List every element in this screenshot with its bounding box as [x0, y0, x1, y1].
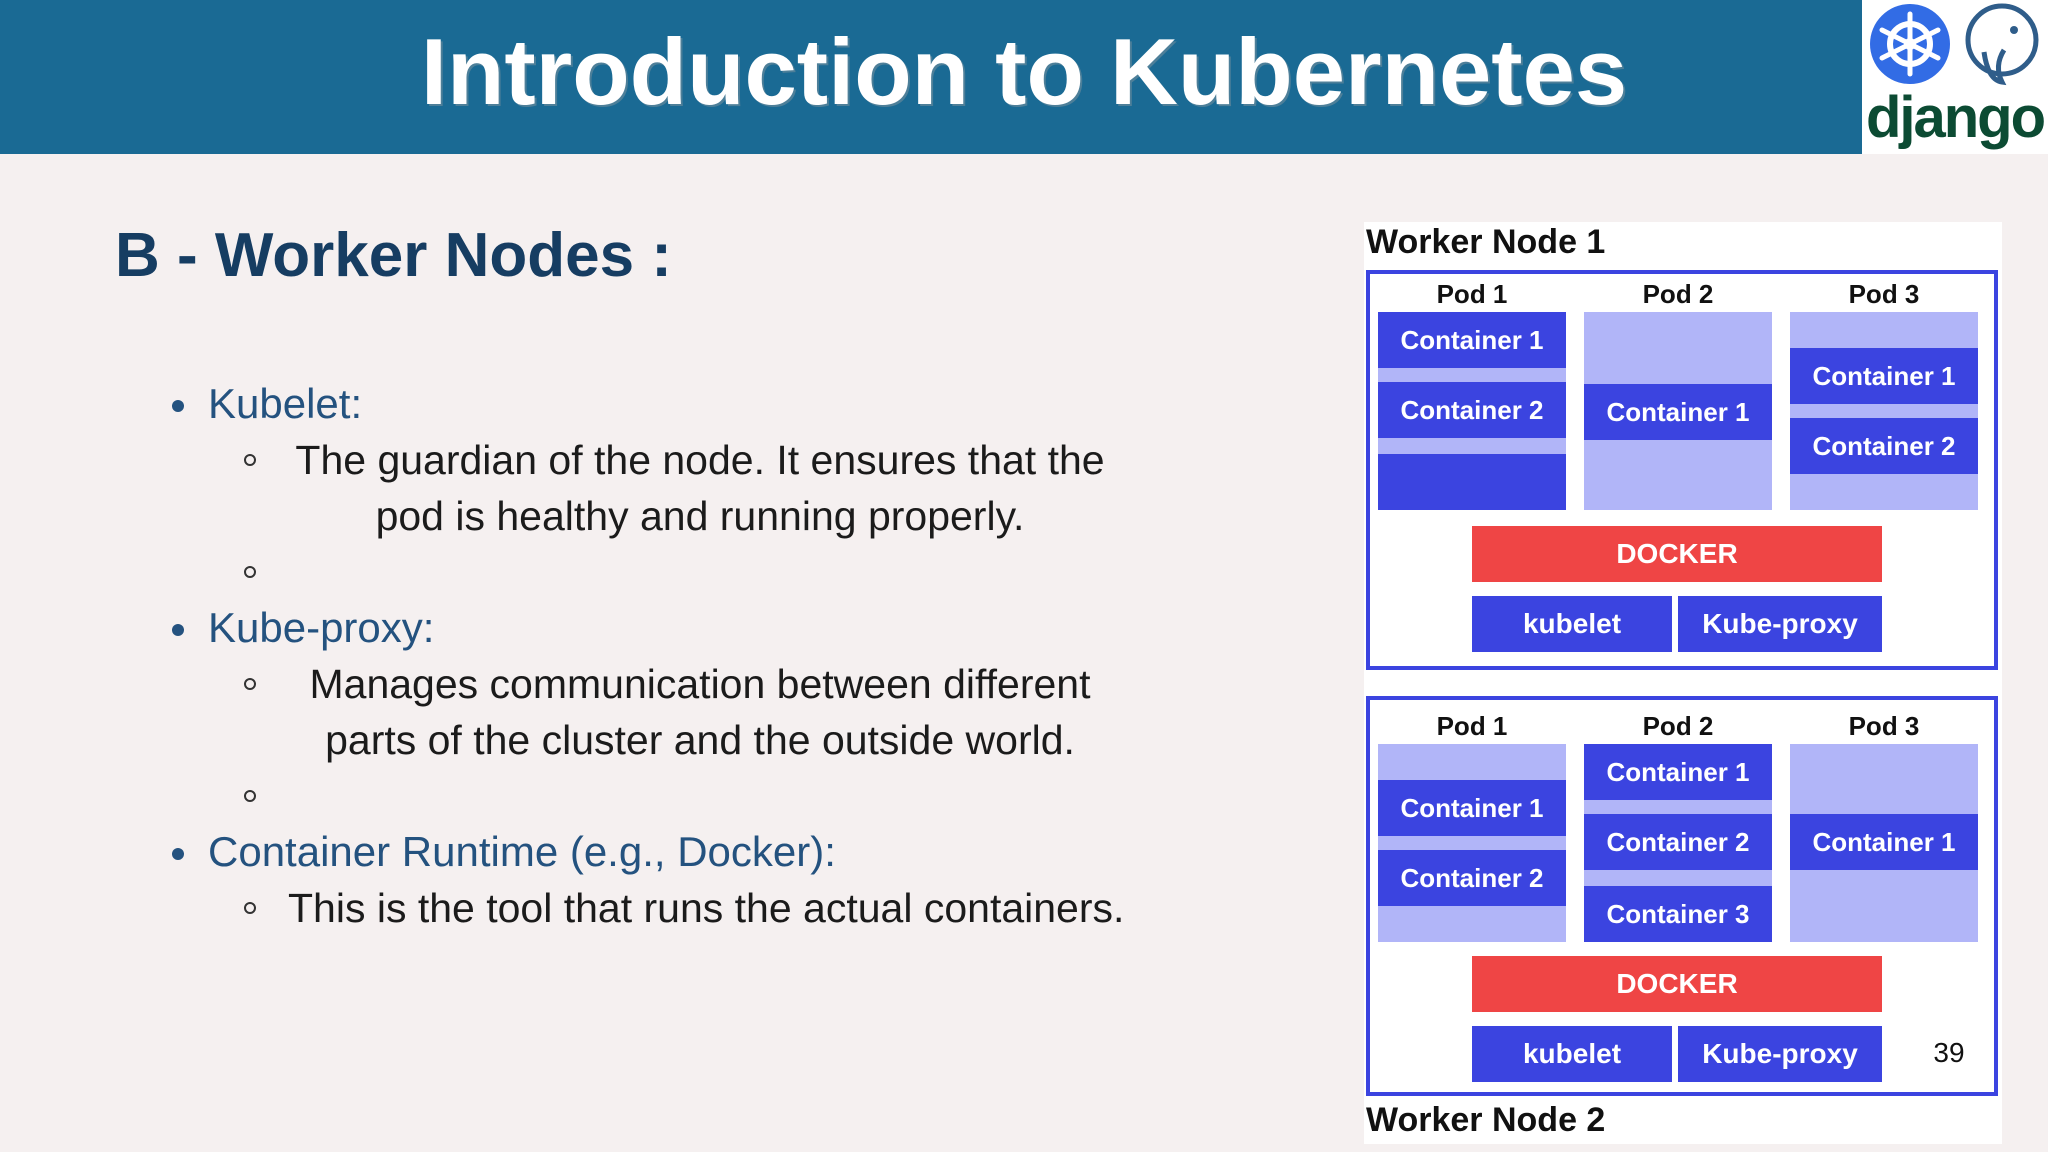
bullet-dot: [172, 400, 184, 412]
pod-label: Pod 2: [1642, 711, 1714, 741]
bullet-item-container-runtime: Container Runtime (e.g., Docker): This i…: [170, 824, 1230, 936]
bullet-label: Container Runtime (e.g., Docker):: [208, 828, 836, 875]
pod-3: Container 1: [1790, 744, 1978, 942]
container-box: Container 1: [1378, 780, 1566, 836]
worker-node-2-caption: Worker Node 2: [1366, 1101, 1606, 1139]
sub-item-empty: [170, 768, 1230, 824]
pod-label: Pod 1: [1436, 711, 1508, 741]
container-box: Container 2: [1378, 382, 1566, 438]
sub-item: Manages communication between different: [170, 656, 1230, 712]
pod-2: Container 1 Container 2 Container 3: [1584, 744, 1772, 942]
bullet-item-kube-proxy: Kube-proxy: Manages communication betwee…: [170, 600, 1230, 824]
worker-node-1: Pod 1 Pod 2 Pod 3 Container 1 Container …: [1366, 270, 1998, 670]
sub-bullet-circle: [244, 566, 256, 578]
pod-2: Container 1: [1584, 312, 1772, 510]
container-box: Container 1: [1584, 384, 1772, 440]
pod-label: Pod 2: [1642, 279, 1714, 309]
slide-title: Introduction to Kubernetes: [420, 19, 1628, 124]
sub-item-text: pod is healthy and running properly.: [375, 493, 1025, 539]
sub-item-text: This is the tool that runs the actual co…: [288, 885, 1125, 931]
sub-item-continuation: parts of the cluster and the outside wor…: [170, 712, 1230, 768]
bullet-dot: [172, 848, 184, 860]
bullet-dot: [172, 624, 184, 636]
pod-1: Container 1 Container 2: [1378, 312, 1566, 510]
bullet-list: Kubelet: The guardian of the node. It en…: [170, 376, 1230, 936]
sub-item-continuation: pod is healthy and running properly.: [170, 488, 1230, 544]
docker-runtime-bar: DOCKER: [1472, 526, 1882, 582]
kube-proxy-box: Kube-proxy: [1678, 596, 1882, 652]
pod-label: Pod 1: [1436, 279, 1508, 309]
worker-nodes-diagram: Worker Node 1 Pod 1 Pod 2 Pod 3 Containe…: [1364, 222, 2002, 1144]
worker-node-1-caption: Worker Node 1: [1366, 223, 1606, 261]
container-box: [1378, 454, 1566, 510]
kubernetes-icon: [1870, 3, 2039, 86]
bullet-label: Kube-proxy:: [208, 604, 435, 651]
slide-header: Introduction to Kubernetes django: [0, 0, 2048, 154]
container-box: Container 1: [1790, 348, 1978, 404]
sub-item: This is the tool that runs the actual co…: [170, 880, 1230, 936]
postgresql-elephant-icon: [1965, 3, 2039, 86]
sub-bullet-circle: [244, 902, 256, 914]
docker-runtime-bar: DOCKER: [1472, 956, 1882, 1012]
sub-item-text: parts of the cluster and the outside wor…: [325, 717, 1075, 763]
bullet-label: Kubelet:: [208, 380, 363, 427]
kube-proxy-box: Kube-proxy: [1678, 1026, 1882, 1082]
section-title: B - Worker Nodes :: [115, 221, 672, 290]
kubernetes-django-logo: django: [1862, 0, 2048, 154]
container-box: Container 3: [1584, 886, 1772, 942]
sub-bullet-circle: [244, 454, 256, 466]
pod-label: Pod 3: [1848, 711, 1920, 741]
sub-item: The guardian of the node. It ensures tha…: [170, 432, 1230, 488]
bullet-item-kubelet: Kubelet: The guardian of the node. It en…: [170, 376, 1230, 600]
container-box: Container 1: [1790, 814, 1978, 870]
kubelet-box: kubelet: [1472, 1026, 1672, 1082]
container-box: Container 2: [1584, 814, 1772, 870]
sub-item-text: The guardian of the node. It ensures tha…: [295, 437, 1105, 483]
worker-node-2: Pod 1 Pod 2 Pod 3 Container 1 Container …: [1366, 696, 1998, 1096]
kubelet-box: kubelet: [1472, 596, 1672, 652]
pod-1: Container 1 Container 2: [1378, 744, 1566, 942]
container-box: Container 2: [1378, 850, 1566, 906]
django-logo-text: django: [1865, 85, 2046, 150]
container-box: Container 1: [1584, 744, 1772, 800]
sub-item-text: Manages communication between different: [309, 661, 1091, 707]
sub-item-empty: [170, 544, 1230, 600]
container-box: Container 2: [1790, 418, 1978, 474]
page-number: 39: [1933, 1037, 1965, 1068]
sub-bullet-circle: [244, 790, 256, 802]
pod-3: Container 1 Container 2: [1790, 312, 1978, 510]
pod-label: Pod 3: [1848, 279, 1920, 309]
sub-bullet-circle: [244, 678, 256, 690]
container-box: Container 1: [1378, 312, 1566, 368]
